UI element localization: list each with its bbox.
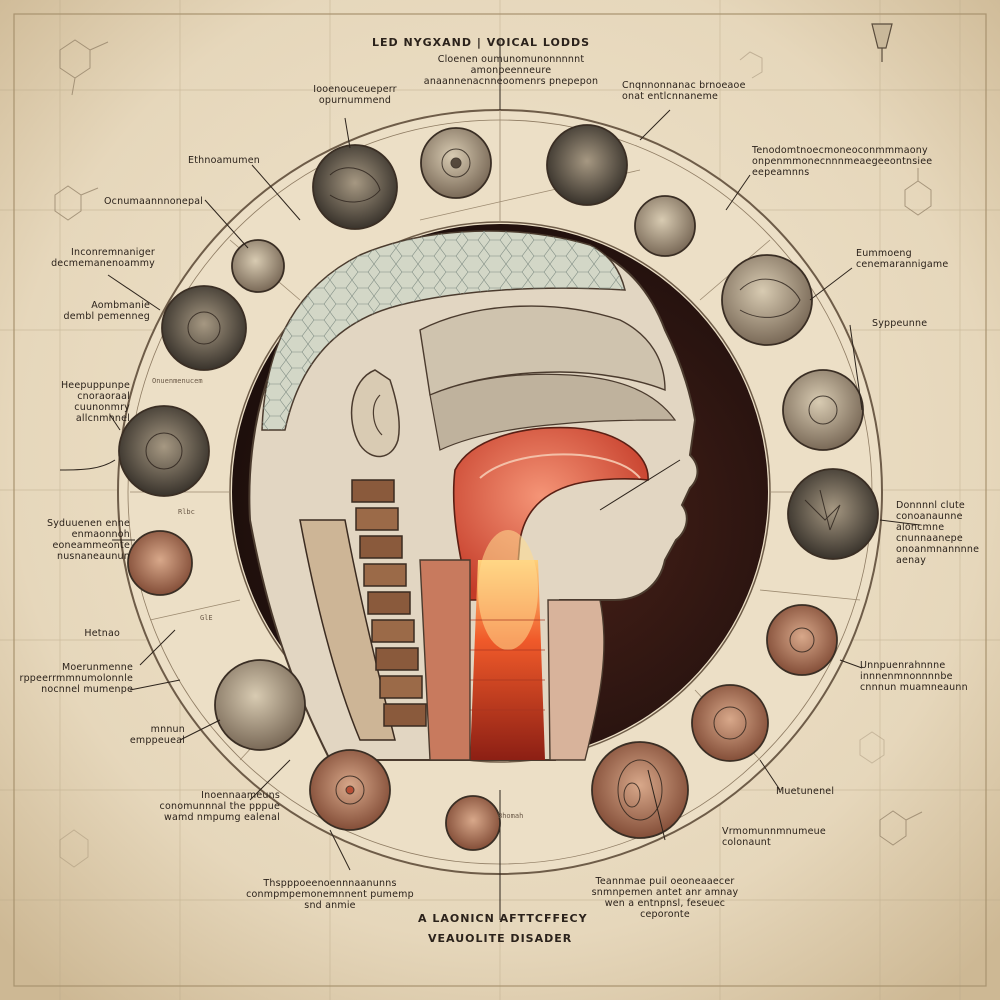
label-left-8: Moerunmenne rppeerrmmnumolonnle nocnnel …	[19, 662, 133, 695]
label-bottom-left-1: Inoennaameuns conomunnnal the pppue wamd…	[159, 790, 280, 823]
diagram-title-bottom-line1: A LAONICN AFTTCFFECY	[418, 912, 588, 925]
label-left-1: Ethnoamumen	[188, 155, 260, 166]
label-left-7: Hetnao	[84, 628, 120, 639]
label-top-center: Cloenen oumunomunonnnnnt amonpeenneure a…	[423, 54, 599, 87]
label-right-6: Muetunenel	[776, 786, 835, 797]
label-right-2: Eummoeng cenemarannigame	[856, 248, 949, 270]
label-left-9: mnnun emppeueal	[129, 724, 185, 746]
small-mark-a: Rlbc	[178, 508, 195, 516]
label-left-6: Syduuenen enne enmaonnoh eoneammeonte nu…	[46, 518, 130, 562]
label-bottom-left-2: Thspppoeenoennnaanunns conmpmpemonemnnen…	[246, 878, 414, 911]
label-left-3: Inconremnaniger decmemanenoammy	[51, 247, 155, 269]
label-left-2: Ocnumaannnonepal	[104, 196, 204, 207]
diagram-title-top: LED NYGXAND | VOICAL LODDS	[372, 36, 591, 49]
label-bottom-right-1: Teannmae puil oeoneaaecer snmnpemen ante…	[591, 876, 739, 920]
label-top-left-1: Iooenouceueperr opurnummend	[313, 84, 397, 106]
small-mark-d: Onuenmenucem	[152, 377, 203, 385]
label-left-5: Heepuppunpe cnoraoraal cuunonmry allcnmh…	[60, 380, 130, 424]
label-right-5: Unnpuenrahnnne innnenmnonnnnbe cnnnun mu…	[860, 660, 968, 693]
label-right-3: Syppeunne	[872, 318, 928, 329]
label-right-4: Donnnnl clute conoanaunne aloncmne cnunn…	[896, 500, 980, 566]
label-right-1: Tenodomtnoecmoneoconmmmaony onpenmmonecn…	[752, 145, 933, 178]
diagram-title-bottom-line2: VEAUOLITE DISADER	[428, 932, 573, 945]
label-top-right-1: Cnqnnonnanac brnoeaoe onat entlcnnaneme	[622, 80, 746, 102]
label-left-4: Aombmanie dembl pemenneg	[63, 300, 150, 322]
small-mark-b: GlE	[200, 614, 213, 622]
small-mark-c: Bhomah	[498, 812, 524, 820]
label-right-7: Vrmomunnmnumeue colonaunt	[722, 826, 826, 848]
